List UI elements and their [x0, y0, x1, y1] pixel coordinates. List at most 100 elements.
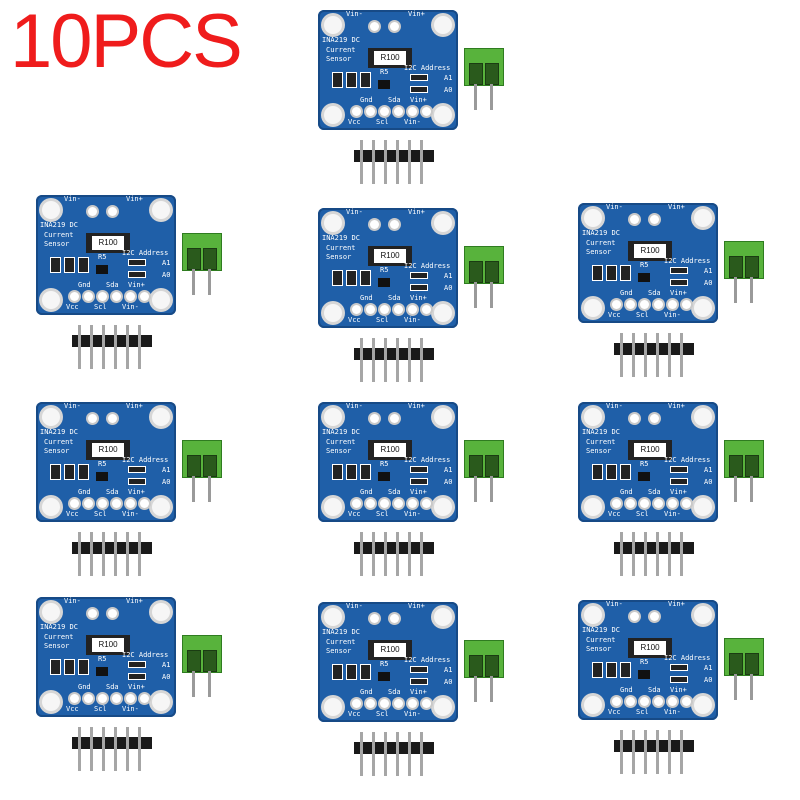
- label-model: INA219 DC: [582, 626, 620, 634]
- label-scl: Scl: [376, 510, 389, 518]
- label-vin-plus: Vin+: [408, 208, 425, 216]
- header-pin: [668, 730, 671, 774]
- pin-pad: [408, 305, 417, 314]
- header-pin: [680, 333, 683, 377]
- pin-pad: [380, 699, 389, 708]
- sensor-board: Vin- Vin+ INA219 DC Current Sensor R100 …: [36, 597, 176, 717]
- header-pin: [420, 140, 423, 184]
- address-jumper: [128, 673, 146, 680]
- label-model: INA219 DC: [322, 234, 360, 242]
- label-i2c-address: I2C Address: [664, 257, 711, 265]
- label-model: INA219 DC: [40, 623, 78, 631]
- pin-pad: [126, 694, 135, 703]
- terminal-pin: [734, 476, 737, 502]
- pin-pad: [84, 694, 93, 703]
- mounting-hole: [434, 698, 452, 716]
- mounting-hole: [152, 603, 170, 621]
- label-i2c-address: I2C Address: [404, 456, 451, 464]
- label-r5: R5: [98, 460, 107, 468]
- header-pin: [126, 727, 129, 771]
- header-pin: [396, 140, 399, 184]
- address-jumper: [410, 478, 428, 485]
- terminal-pad: [370, 220, 379, 229]
- label-vin-plus: Vin+: [126, 195, 143, 203]
- label-sda: Sda: [648, 289, 661, 297]
- label-vin-minus-pin: Vin-: [122, 705, 139, 713]
- label-vin-plus-pin: Vin+: [128, 281, 145, 289]
- mounting-hole: [434, 106, 452, 124]
- pin-pad: [366, 499, 375, 508]
- pin-pad: [70, 694, 79, 703]
- mounting-hole: [42, 201, 60, 219]
- mounting-hole: [152, 498, 170, 516]
- ic-chip: [378, 278, 390, 287]
- label-scl: Scl: [376, 316, 389, 324]
- sensor-board: Vin- Vin+ INA219 DC Current Sensor R100 …: [318, 402, 458, 522]
- pin-pad: [98, 694, 107, 703]
- label-r5: R5: [98, 253, 107, 261]
- label-gnd: Gnd: [360, 488, 373, 496]
- mounting-hole: [324, 214, 342, 232]
- label-vcc: Vcc: [348, 510, 361, 518]
- label-vin-plus: Vin+: [126, 402, 143, 410]
- screw-terminal: [464, 440, 504, 478]
- smd-component: [346, 464, 357, 480]
- header-pin: [360, 338, 363, 382]
- label-sensor: Sensor: [586, 645, 612, 653]
- mounting-hole: [694, 696, 712, 714]
- screw-terminal: [464, 246, 504, 284]
- pin-pad: [84, 499, 93, 508]
- terminal-pad: [88, 609, 97, 618]
- mounting-hole: [434, 16, 452, 34]
- shunt-resistor: R100: [86, 635, 130, 655]
- label-current: Current: [586, 239, 616, 247]
- label-model: INA219 DC: [322, 428, 360, 436]
- pin-pad: [682, 300, 691, 309]
- label-model: INA219 DC: [322, 36, 360, 44]
- mounting-hole: [152, 291, 170, 309]
- pin-pad: [380, 499, 389, 508]
- terminal-screw: [729, 256, 743, 278]
- ic-chip: [378, 672, 390, 681]
- smd-component: [78, 464, 89, 480]
- label-sda: Sda: [106, 683, 119, 691]
- header-pin: [360, 140, 363, 184]
- label-r5: R5: [380, 266, 389, 274]
- label-a0: A0: [444, 678, 453, 686]
- smd-component: [332, 72, 343, 88]
- header-pin: [372, 140, 375, 184]
- ic-chip: [378, 80, 390, 89]
- header-pin: [384, 338, 387, 382]
- terminal-pin: [192, 671, 195, 697]
- mounting-hole: [324, 16, 342, 34]
- label-r5: R5: [640, 261, 649, 269]
- shunt-resistor: R100: [368, 640, 412, 660]
- address-jumper: [128, 661, 146, 668]
- sensor-module: Vin- Vin+ INA219 DC Current Sensor R100 …: [318, 402, 504, 592]
- mounting-hole: [324, 498, 342, 516]
- smd-component: [592, 464, 603, 480]
- label-a0: A0: [704, 478, 713, 486]
- label-a0: A0: [704, 676, 713, 684]
- label-sensor: Sensor: [44, 447, 70, 455]
- address-jumper: [128, 466, 146, 473]
- label-a0: A0: [444, 478, 453, 486]
- header-pin: [126, 325, 129, 369]
- header-pin: [644, 532, 647, 576]
- mounting-hole: [434, 214, 452, 232]
- label-r5: R5: [640, 460, 649, 468]
- label-vcc: Vcc: [608, 510, 621, 518]
- header-pin: [78, 727, 81, 771]
- mounting-hole: [584, 606, 602, 624]
- label-model: INA219 DC: [582, 229, 620, 237]
- label-a1: A1: [162, 661, 171, 669]
- terminal-pad: [390, 22, 399, 31]
- label-i2c-address: I2C Address: [122, 456, 169, 464]
- pin-pad: [654, 300, 663, 309]
- smd-component: [332, 464, 343, 480]
- mounting-hole: [42, 693, 60, 711]
- label-gnd: Gnd: [620, 686, 633, 694]
- mounting-hole: [434, 304, 452, 322]
- terminal-pin: [490, 476, 493, 502]
- label-vin-minus: Vin-: [346, 602, 363, 610]
